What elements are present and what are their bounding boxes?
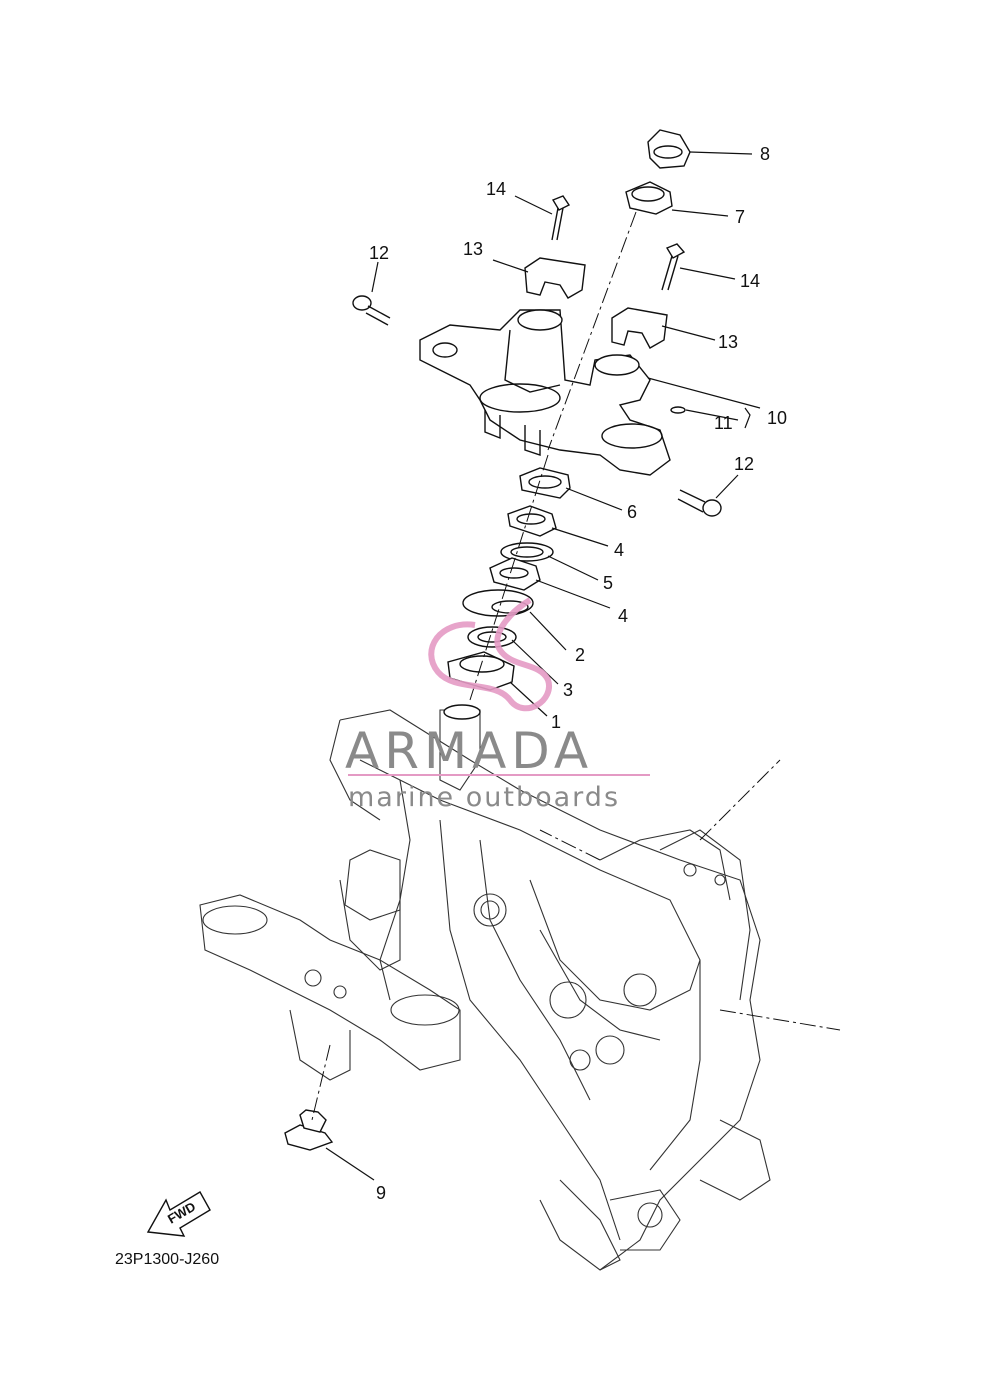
- callout-leaders: [325, 151, 761, 1181]
- part-holder-13-right: [611, 307, 668, 349]
- callout-7: 7: [735, 207, 745, 227]
- callout-5: 5: [603, 573, 613, 593]
- forward-arrow: FWD: [146, 1191, 211, 1237]
- callout-3: 3: [563, 680, 573, 700]
- callout-4-lower: 4: [618, 606, 628, 626]
- callout-14-upper: 14: [486, 179, 506, 199]
- part-plate-11: [670, 406, 686, 414]
- drawing-code: 23P1300-J260: [115, 1251, 219, 1268]
- callout-2: 2: [575, 645, 585, 665]
- callout-11: 11: [714, 413, 733, 433]
- callout-1: 1: [551, 712, 561, 732]
- callout-9: 9: [376, 1183, 386, 1203]
- assembly-center-lines: [311, 211, 637, 1121]
- lower-bracket-assembly: [199, 704, 481, 1081]
- watermark-divider: [348, 774, 650, 776]
- part-holder-13-left: [524, 257, 586, 299]
- part-cap-9: [284, 1109, 334, 1151]
- watermark-logo-swirl: [428, 597, 553, 712]
- callout-10: 10: [767, 408, 787, 428]
- callout-6: 6: [627, 502, 637, 522]
- part-ring-nut-4-lower: [489, 557, 541, 591]
- part-washer-6: [519, 467, 571, 499]
- motorcycle-frame: [329, 709, 841, 1271]
- part-washer-5: [500, 542, 554, 562]
- callout-13-left: 13: [463, 239, 483, 259]
- part-cap-8: [647, 129, 691, 169]
- part-bolt-14-lower: [661, 243, 686, 291]
- part-bearing-1: [447, 651, 515, 691]
- watermark: ARMADA marine outboards: [345, 597, 650, 813]
- part-bolt-14-upper: [551, 195, 571, 241]
- watermark-tagline: marine outboards: [348, 782, 620, 813]
- part-bolt-12-right: [677, 489, 722, 517]
- part-ring-nut-4-upper: [507, 505, 557, 537]
- callout-8: 8: [760, 144, 770, 164]
- part-bolt-12-left: [352, 295, 391, 326]
- watermark-brand: ARMADA: [345, 722, 593, 780]
- callout-14-lower: 14: [740, 271, 760, 291]
- callout-12-right: 12: [734, 454, 754, 474]
- callout-12-left: 12: [369, 243, 389, 263]
- callout-13-right: 13: [718, 332, 738, 352]
- callout-4-upper: 4: [614, 540, 624, 560]
- callout-labels: 8 7 14 14 12 13 13 10 11 12 6 4 5 4 2 3 …: [369, 144, 787, 1203]
- part-bearing-3: [467, 626, 517, 648]
- upper-bracket: [419, 309, 671, 476]
- part-nut-7: [625, 181, 673, 215]
